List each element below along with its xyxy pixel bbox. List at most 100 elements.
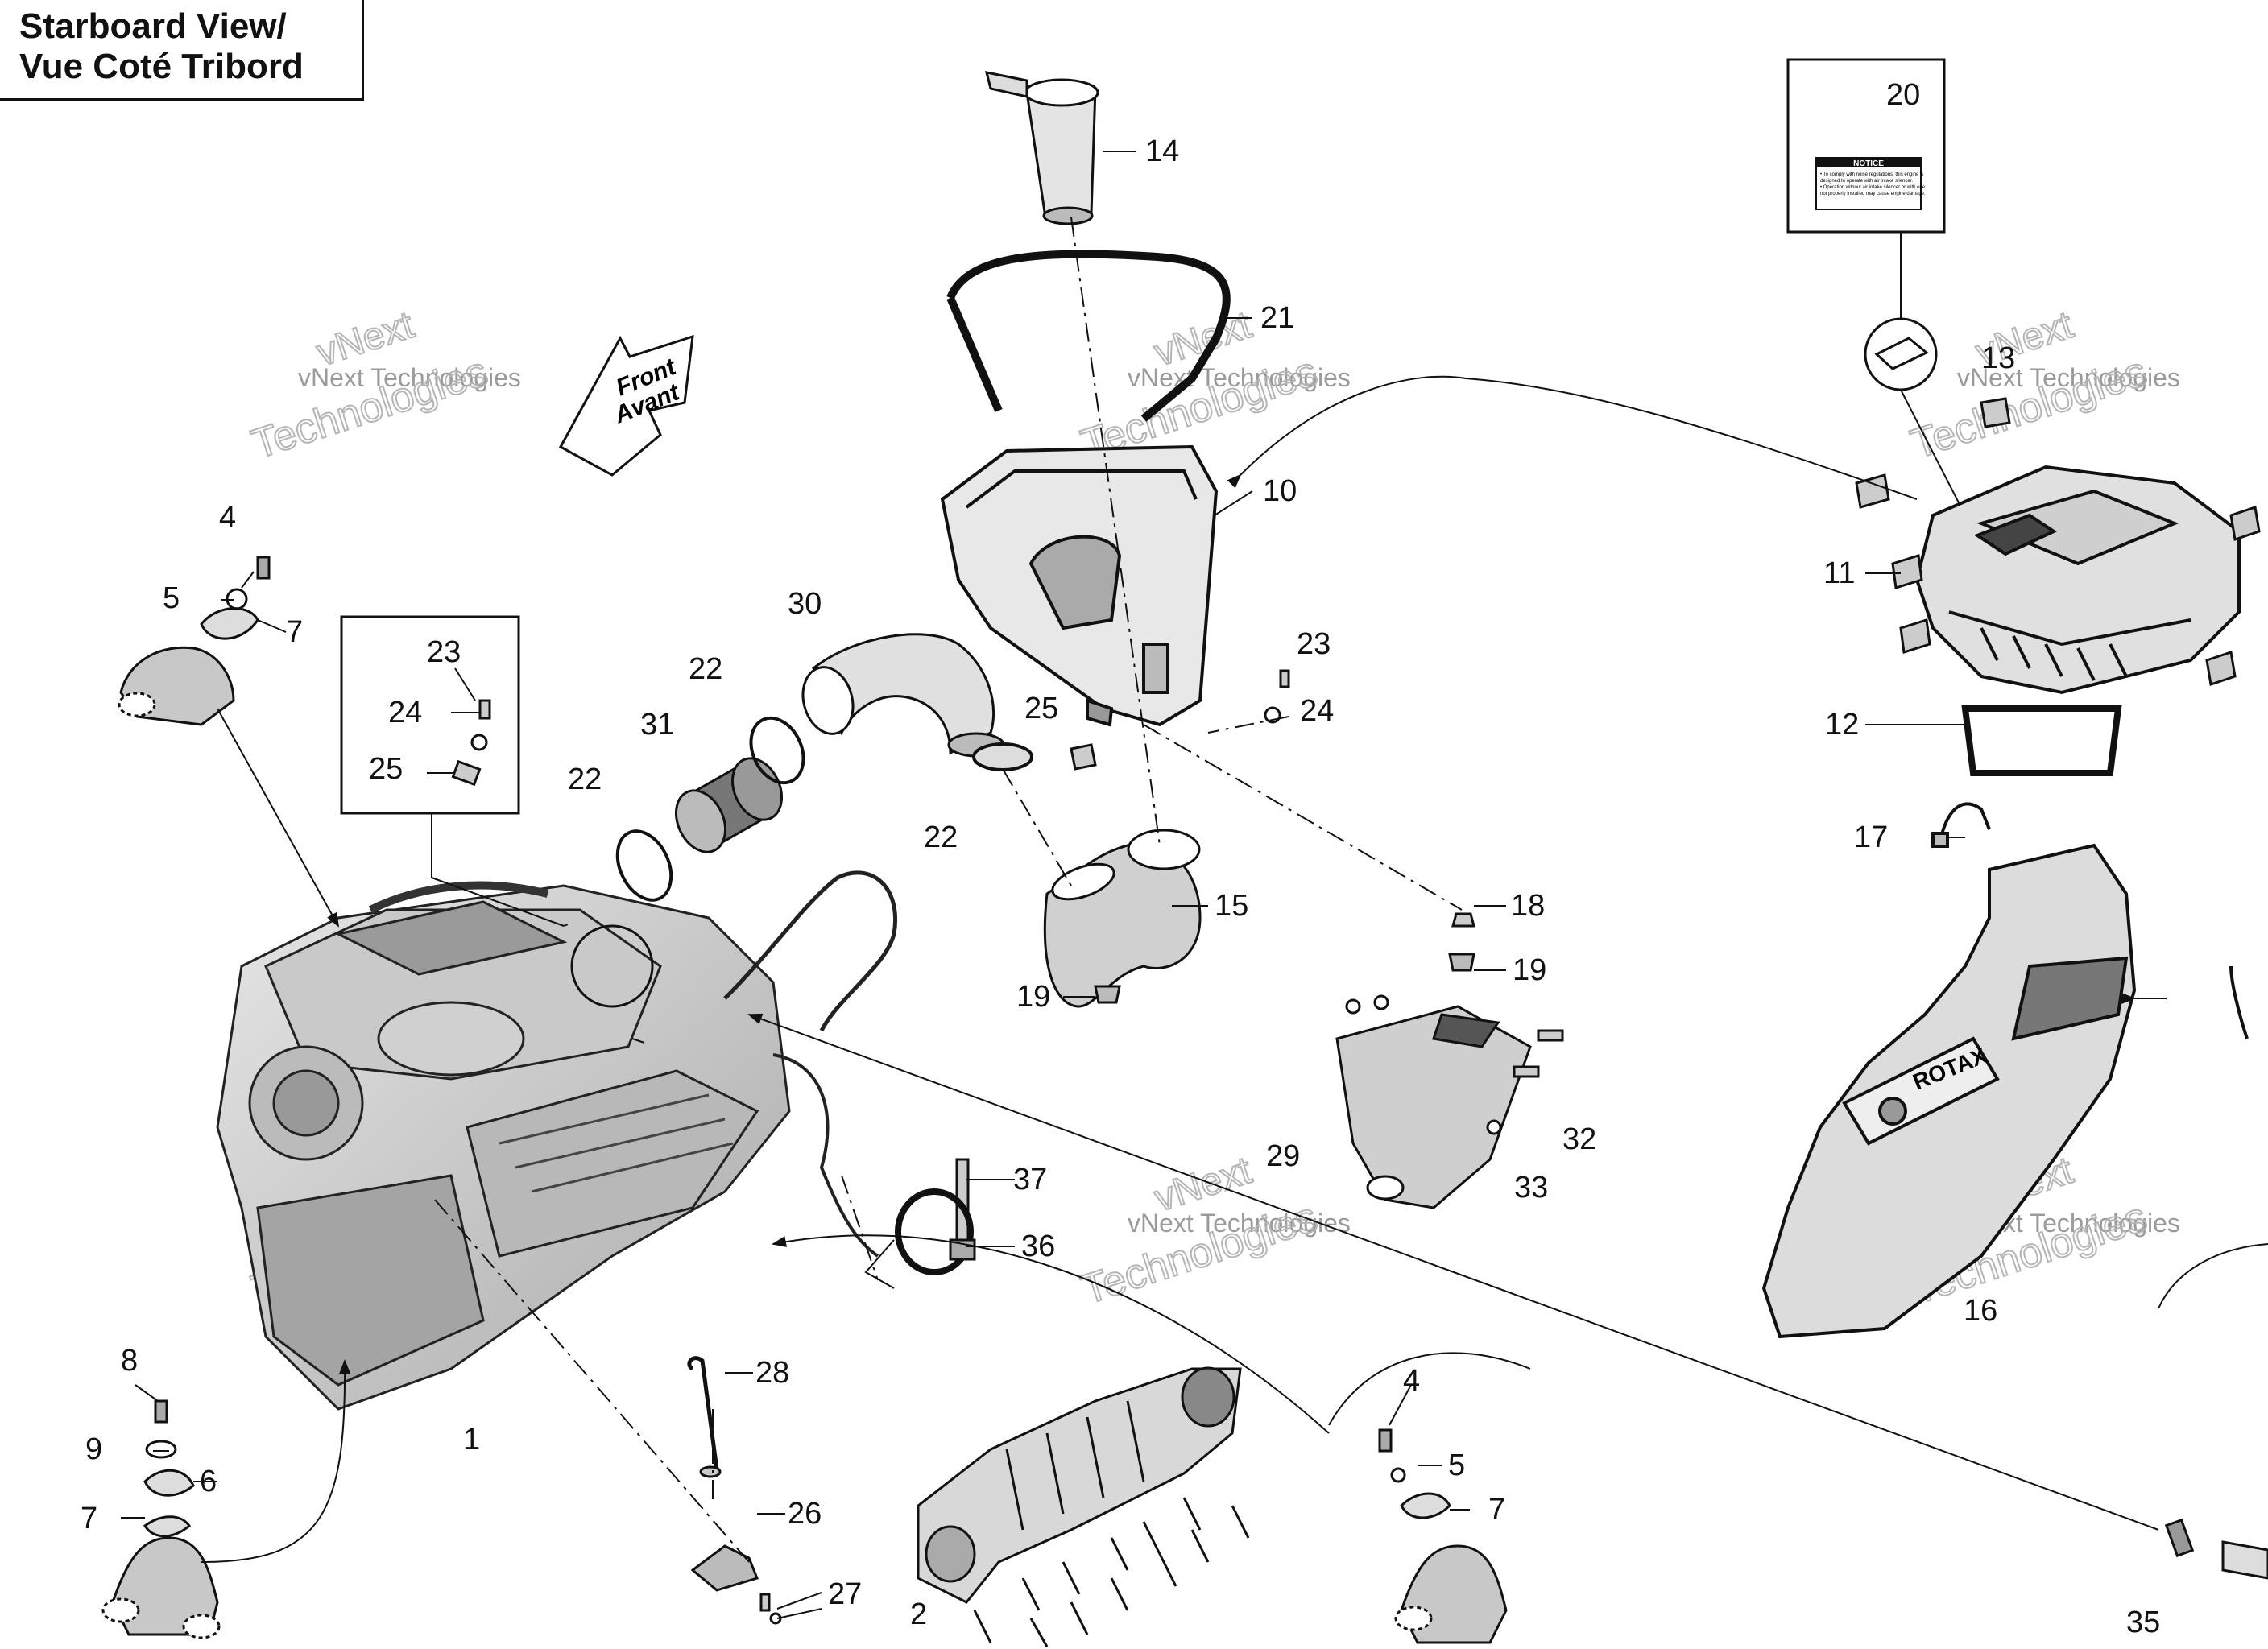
notice-heading: NOTICE: [1853, 159, 1884, 168]
intake-manifold-2: [917, 1366, 1242, 1604]
front-arrow-shape: [558, 334, 694, 477]
fastener-23-24-airbox: [1070, 669, 1290, 771]
intake-hose-15: [1043, 829, 1202, 1008]
callout-9: 9: [85, 1432, 102, 1466]
air-duct-16: [1761, 843, 2137, 1339]
callout-37: 37: [1013, 1163, 1047, 1196]
rubber-boot-31: [675, 757, 783, 853]
watermark-1: vNext Technologies vNext Technologies: [246, 303, 521, 469]
manifold-bolts: [973, 1497, 1250, 1647]
callout-31: 31: [640, 708, 674, 742]
callout-25-airbox: 25: [1024, 692, 1058, 725]
svg-text:vNext Technologies: vNext Technologies: [1128, 363, 1351, 392]
engine-mount-front: [118, 556, 271, 726]
mount-detail-arc: [1328, 1352, 1531, 1426]
callout-23-airbox: 23: [1297, 627, 1331, 661]
detail-fasteners: [451, 699, 491, 787]
watermark-3: vNext Technologies vNext Technologies: [1905, 303, 2180, 469]
callout-22-b: 22: [568, 763, 602, 796]
notice-body-line-4: not properly installed may cause engine …: [1820, 192, 1926, 196]
notice-body-line-2: designed to operate with air intake sile…: [1820, 179, 1913, 184]
callout-numbers: 1 2 4 5 6 7 7 8 9 10 11 12 13 14 15 16 1…: [81, 78, 2160, 1639]
cover-clips: [1855, 397, 2261, 686]
centerlines: [434, 217, 1463, 1563]
callout-7-left: 7: [81, 1502, 97, 1535]
callout-12: 12: [1825, 708, 1859, 742]
detail-box-leader: [431, 813, 565, 927]
callout-21: 21: [1260, 301, 1294, 335]
view-title-box: Starboard View/ Vue Coté Tribord: [0, 0, 364, 101]
hull-edge-line: [2158, 1243, 2268, 1309]
clamp-22-a: [615, 829, 673, 902]
callout-16: 16: [1964, 1294, 1997, 1328]
connection-lines: [201, 375, 2167, 1563]
engine-block: [216, 870, 897, 1411]
svg-text:vNext Technologies: vNext Technologies: [1128, 1209, 1351, 1238]
callout-7-bottom: 7: [1488, 1493, 1505, 1527]
callout-22-a: 22: [689, 652, 722, 686]
clamp-22-c: [972, 742, 1033, 771]
view-title-english: Starboard View/: [19, 6, 287, 46]
notice-body-line-3: • Operation without air intake silencer …: [1820, 185, 1926, 190]
callout-33: 33: [1514, 1171, 1548, 1205]
callout-7-top: 7: [286, 615, 303, 649]
view-title-french: Vue Coté Tribord: [19, 47, 304, 86]
callout-19-right: 19: [1513, 953, 1546, 987]
callout-22-c: 22: [924, 820, 958, 854]
watermark-5: vNext Technologies vNext Technologies: [1075, 1148, 1351, 1314]
engine-mount-rear: [101, 1399, 221, 1639]
callout-29: 29: [1266, 1139, 1300, 1173]
callout-6: 6: [200, 1465, 217, 1498]
airbox-10: [940, 444, 1219, 727]
callout-24-detail: 24: [388, 696, 422, 729]
hose-17: [1931, 802, 1991, 848]
clamp-36-bolt-37: [895, 1158, 976, 1275]
callout-35: 35: [2126, 1606, 2160, 1639]
callout-17: 17: [1854, 820, 1888, 854]
callout-18: 18: [1511, 889, 1545, 923]
callout-26: 26: [788, 1497, 822, 1531]
bracket-29: [1335, 994, 1564, 1209]
callout-20: 20: [1886, 78, 1920, 112]
callout-32: 32: [1562, 1122, 1596, 1156]
notice-label: NOTICE • To comply with noise regulation…: [1815, 157, 1926, 210]
callout-14: 14: [1145, 134, 1179, 168]
fastener-18-19: [1448, 912, 1475, 972]
strap-21: [946, 250, 1231, 422]
callout-10: 10: [1263, 474, 1297, 508]
callout-4-top: 4: [219, 501, 236, 535]
callout-15: 15: [1215, 889, 1248, 923]
notice-body-line-1: • To comply with noise regulations, this…: [1820, 172, 1923, 177]
clamp-22-b: [749, 716, 805, 785]
callout-5-top: 5: [163, 581, 180, 615]
gasket-12: [1961, 705, 2122, 776]
svg-text:vNext Technologies: vNext Technologies: [1957, 363, 2180, 392]
callout-19-lower: 19: [1016, 980, 1050, 1014]
fitting-35: [2164, 1518, 2268, 1580]
callout-23-detail: 23: [427, 635, 461, 669]
watermark-2: vNext Technologies vNext Technologies: [1075, 303, 1351, 469]
callout-leaders: [121, 151, 1965, 1619]
callout-2: 2: [910, 1597, 927, 1631]
svg-text:vNext Technologies: vNext Technologies: [298, 363, 521, 392]
intake-tube-14: [984, 71, 1099, 225]
intake-elbow-30: [801, 633, 1005, 758]
callout-1: 1: [463, 1423, 480, 1457]
engine-cover-11: [1914, 465, 2241, 695]
engine-mount-bottom-center: [1378, 1428, 1508, 1644]
callout-28: 28: [755, 1356, 789, 1390]
callout-8: 8: [121, 1344, 138, 1378]
fastener-19-lower: [1094, 985, 1121, 1004]
callout-4-bottom: 4: [1403, 1364, 1420, 1398]
callout-24-airbox: 24: [1300, 694, 1334, 728]
callout-30: 30: [788, 587, 822, 621]
callout-36: 36: [1021, 1230, 1055, 1263]
bracket-26-27: [690, 1544, 782, 1625]
callout-5-bottom: 5: [1448, 1449, 1465, 1482]
callout-11: 11: [1823, 556, 1855, 590]
hose-right-edge: [2229, 965, 2249, 1039]
callout-27: 27: [828, 1577, 862, 1611]
callout-13: 13: [1981, 341, 2015, 375]
